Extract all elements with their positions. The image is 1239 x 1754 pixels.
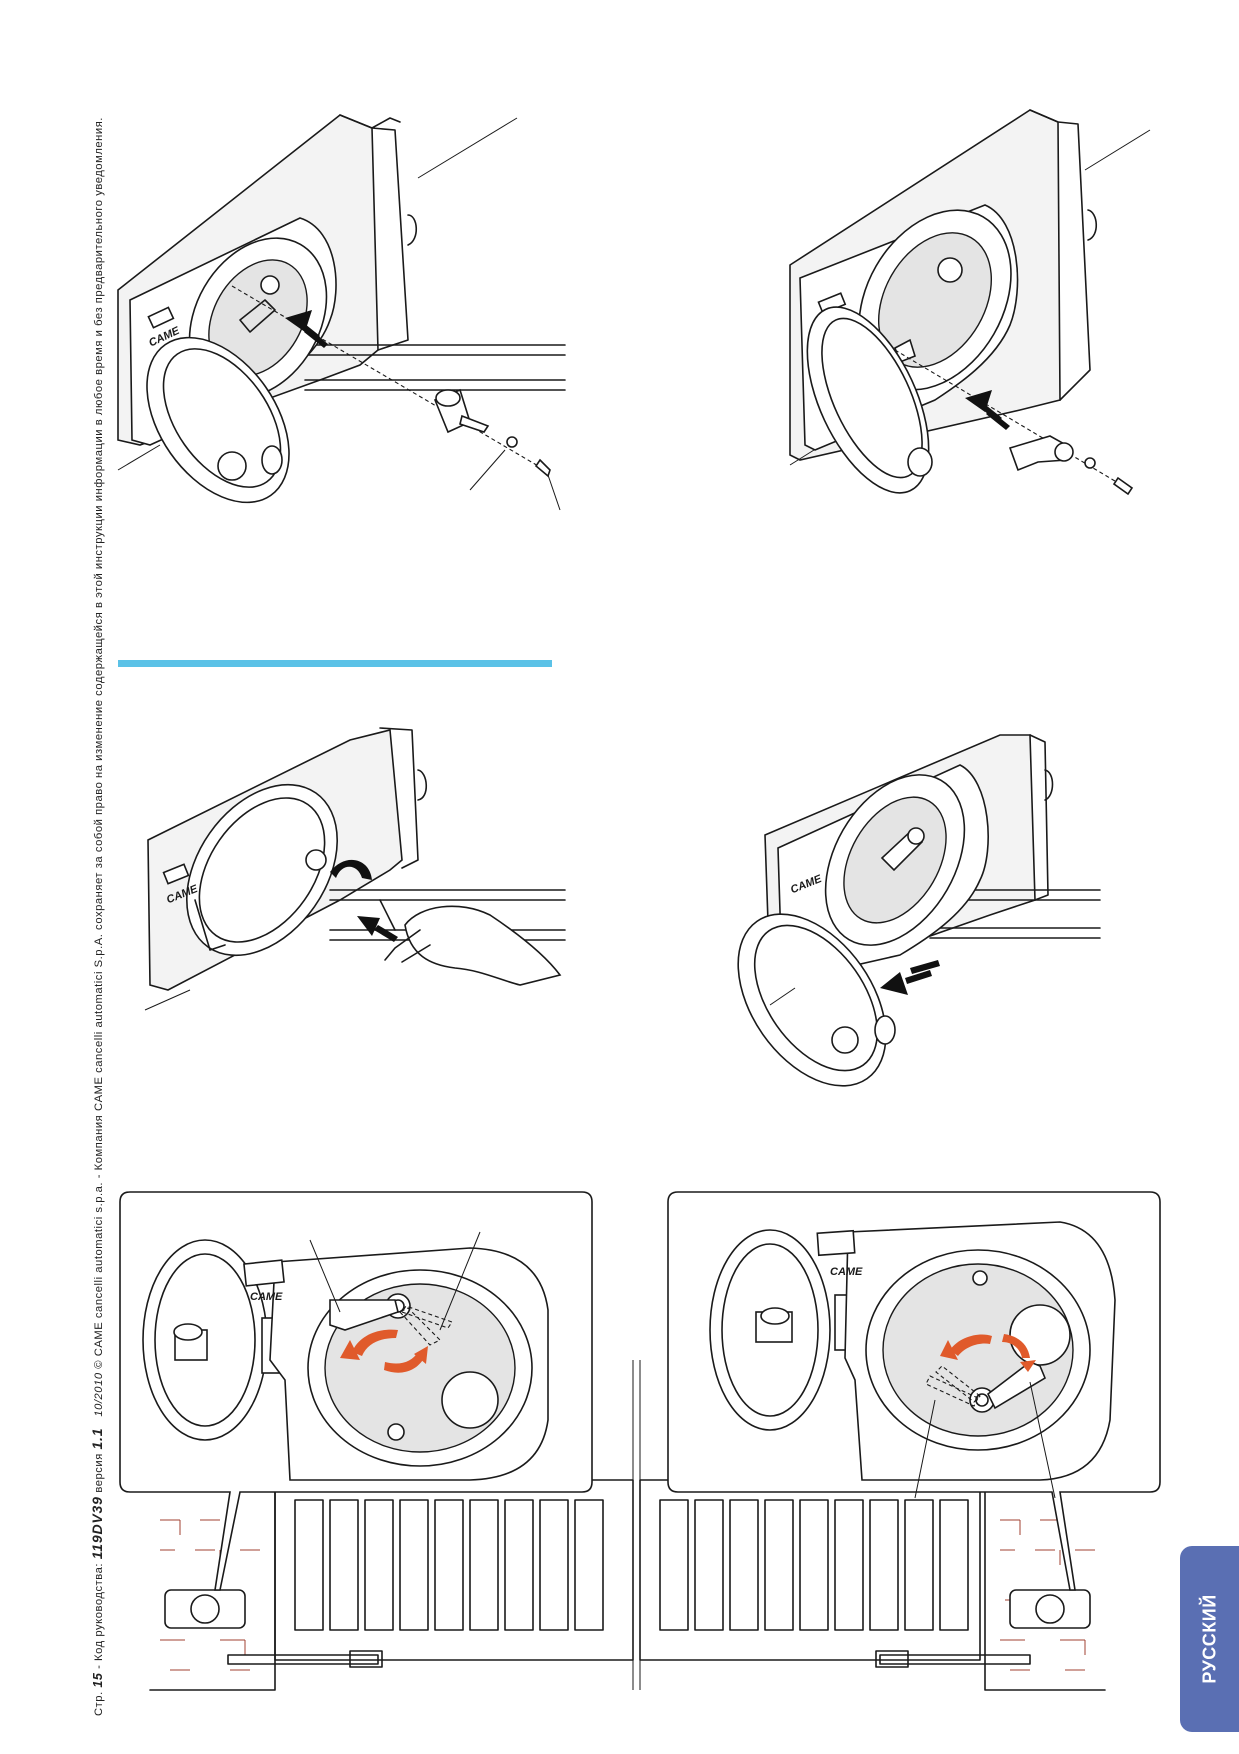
figure-gate-left: CAME xyxy=(119,1191,641,1691)
figure-door-open: CAME xyxy=(737,734,1101,1087)
language-tab: РУССКИЙ xyxy=(1180,1546,1239,1732)
figure-key-unlock: CAME xyxy=(144,727,566,1011)
section-separator xyxy=(118,660,552,667)
came-logo-5: CAME xyxy=(250,1291,283,1303)
came-logo-6: CAME xyxy=(830,1266,863,1278)
figure-lever-insertion: CAME xyxy=(789,109,1151,496)
figure-gate-right: CAME xyxy=(639,1191,1161,1691)
gate-bars-right xyxy=(639,1479,981,1661)
figure-knob-insertion: CAME xyxy=(117,114,566,511)
